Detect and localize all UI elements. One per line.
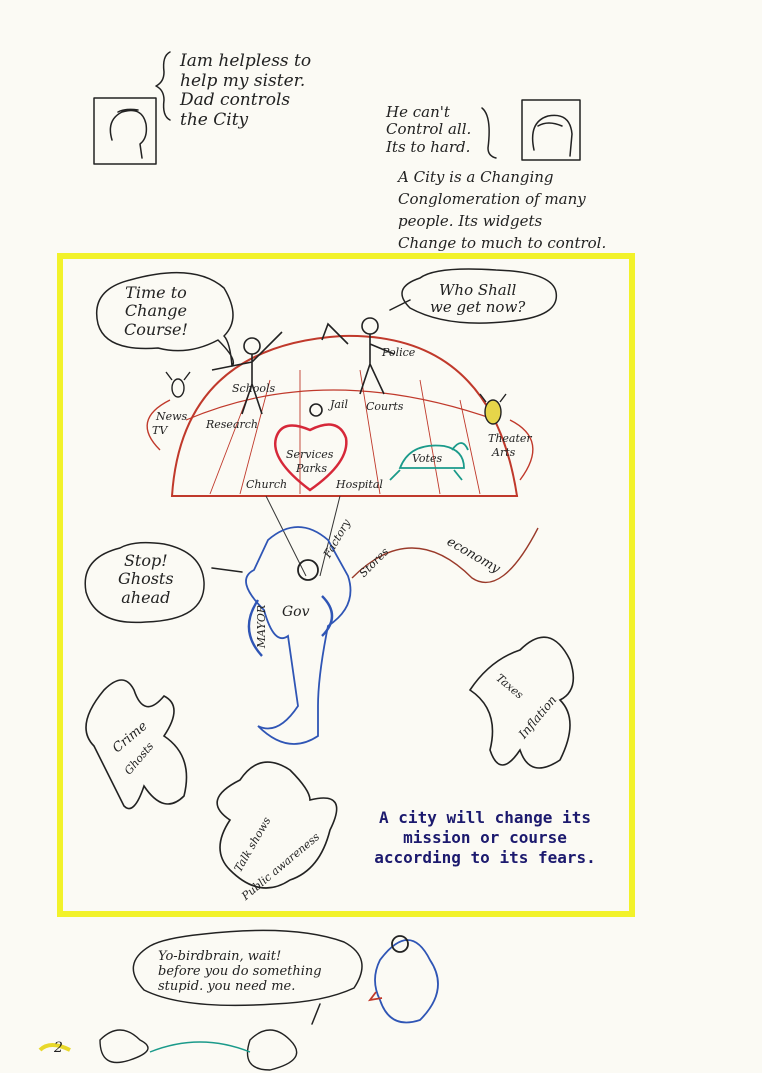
note-line: people. Its widgets	[398, 212, 543, 230]
crime-ghost	[85, 679, 188, 810]
page-number: 2	[54, 1040, 63, 1056]
turtle-icon	[389, 442, 469, 481]
label-jail: Jail	[330, 398, 349, 411]
speech-line: He can't	[386, 103, 450, 121]
taxes-ghost	[468, 636, 575, 769]
caption-line: mission or course	[403, 828, 567, 847]
stop-ghosts-text: Stop! Ghosts ahead	[118, 551, 174, 607]
bubble-who-shall	[389, 268, 558, 324]
bubble-line: Stop!	[123, 551, 168, 570]
theater-bug-icon	[479, 393, 534, 481]
speech-line: Its to hard.	[386, 137, 471, 156]
label-theater: Theater	[488, 432, 532, 445]
speech-line: the City	[180, 109, 249, 130]
bubble-line: Who Shall	[438, 281, 517, 299]
bird-icon	[367, 935, 439, 1024]
label-hospital: Hospital	[336, 478, 383, 491]
note-line: Change to much to control.	[398, 234, 607, 252]
label-tv: TV	[152, 424, 168, 437]
label-research: Research	[206, 418, 259, 431]
label-arts: Arts	[492, 446, 516, 459]
boy-portrait-icon	[93, 51, 171, 165]
elephant-gov	[245, 526, 539, 745]
yellow-frame	[57, 253, 635, 917]
top-right-note: A City is a Changing Conglomeration of m…	[398, 166, 606, 254]
girl-portrait-icon	[481, 99, 581, 161]
speech-line: Control all.	[386, 120, 472, 139]
label-gov: Gov	[282, 604, 310, 620]
time-to-change-text: Time to Change Course!	[124, 283, 188, 339]
speech-line: help my sister.	[180, 70, 306, 91]
bubble-line: ahead	[121, 587, 171, 607]
bubble-line: Yo-birdbrain, wait!	[158, 949, 282, 964]
who-shall-text: Who Shall we get now?	[430, 281, 526, 317]
bubble-line: Change	[124, 301, 188, 321]
yo-birdbrain-text: Yo-birdbrain, wait! before you do someth…	[158, 949, 322, 995]
caption-line: according to its fears.	[374, 848, 596, 867]
stick-figures	[211, 317, 395, 417]
speech-line: Iam helpless to	[180, 51, 312, 71]
bubble-line: Time to	[125, 283, 187, 302]
talk-show-ghost	[216, 761, 338, 889]
label-votes: Votes	[412, 452, 443, 465]
bubble-stop-ghosts	[84, 541, 243, 624]
top-left-speech: Iam helpless to help my sister. Dad cont…	[180, 51, 312, 130]
caption: A city will change its mission or course…	[330, 808, 640, 868]
bubble-line: Ghosts	[118, 569, 174, 589]
news-bug-icon	[146, 371, 191, 451]
note-line: Conglomeration of many	[398, 190, 586, 208]
bubble-line: we get now?	[430, 298, 526, 317]
label-courts: Courts	[366, 400, 404, 413]
label-schools: Schools	[232, 382, 276, 395]
bubble-time-to-change	[96, 271, 235, 367]
note-line: A City is a Changing	[398, 168, 554, 186]
bubble-line: stupid. you need me.	[158, 978, 296, 994]
label-mayor: MAYOR	[255, 604, 269, 649]
label-police: Police	[382, 346, 416, 359]
bottom-critters	[38, 1029, 298, 1071]
speech-line: Dad controls	[180, 90, 291, 111]
top-right-speech: He can't Control all. Its to hard.	[386, 103, 472, 156]
label-church: Church	[246, 478, 288, 491]
label-parks: Parks	[296, 462, 328, 475]
bubble-line: before you do something	[158, 963, 322, 979]
label-services: Services	[286, 448, 334, 461]
bubble-line: Course!	[124, 319, 188, 339]
label-news: News	[156, 410, 188, 423]
caption-line: A city will change its	[379, 808, 591, 827]
heart-icon	[273, 423, 348, 492]
bubble-yo-birdbrain	[132, 929, 363, 1025]
